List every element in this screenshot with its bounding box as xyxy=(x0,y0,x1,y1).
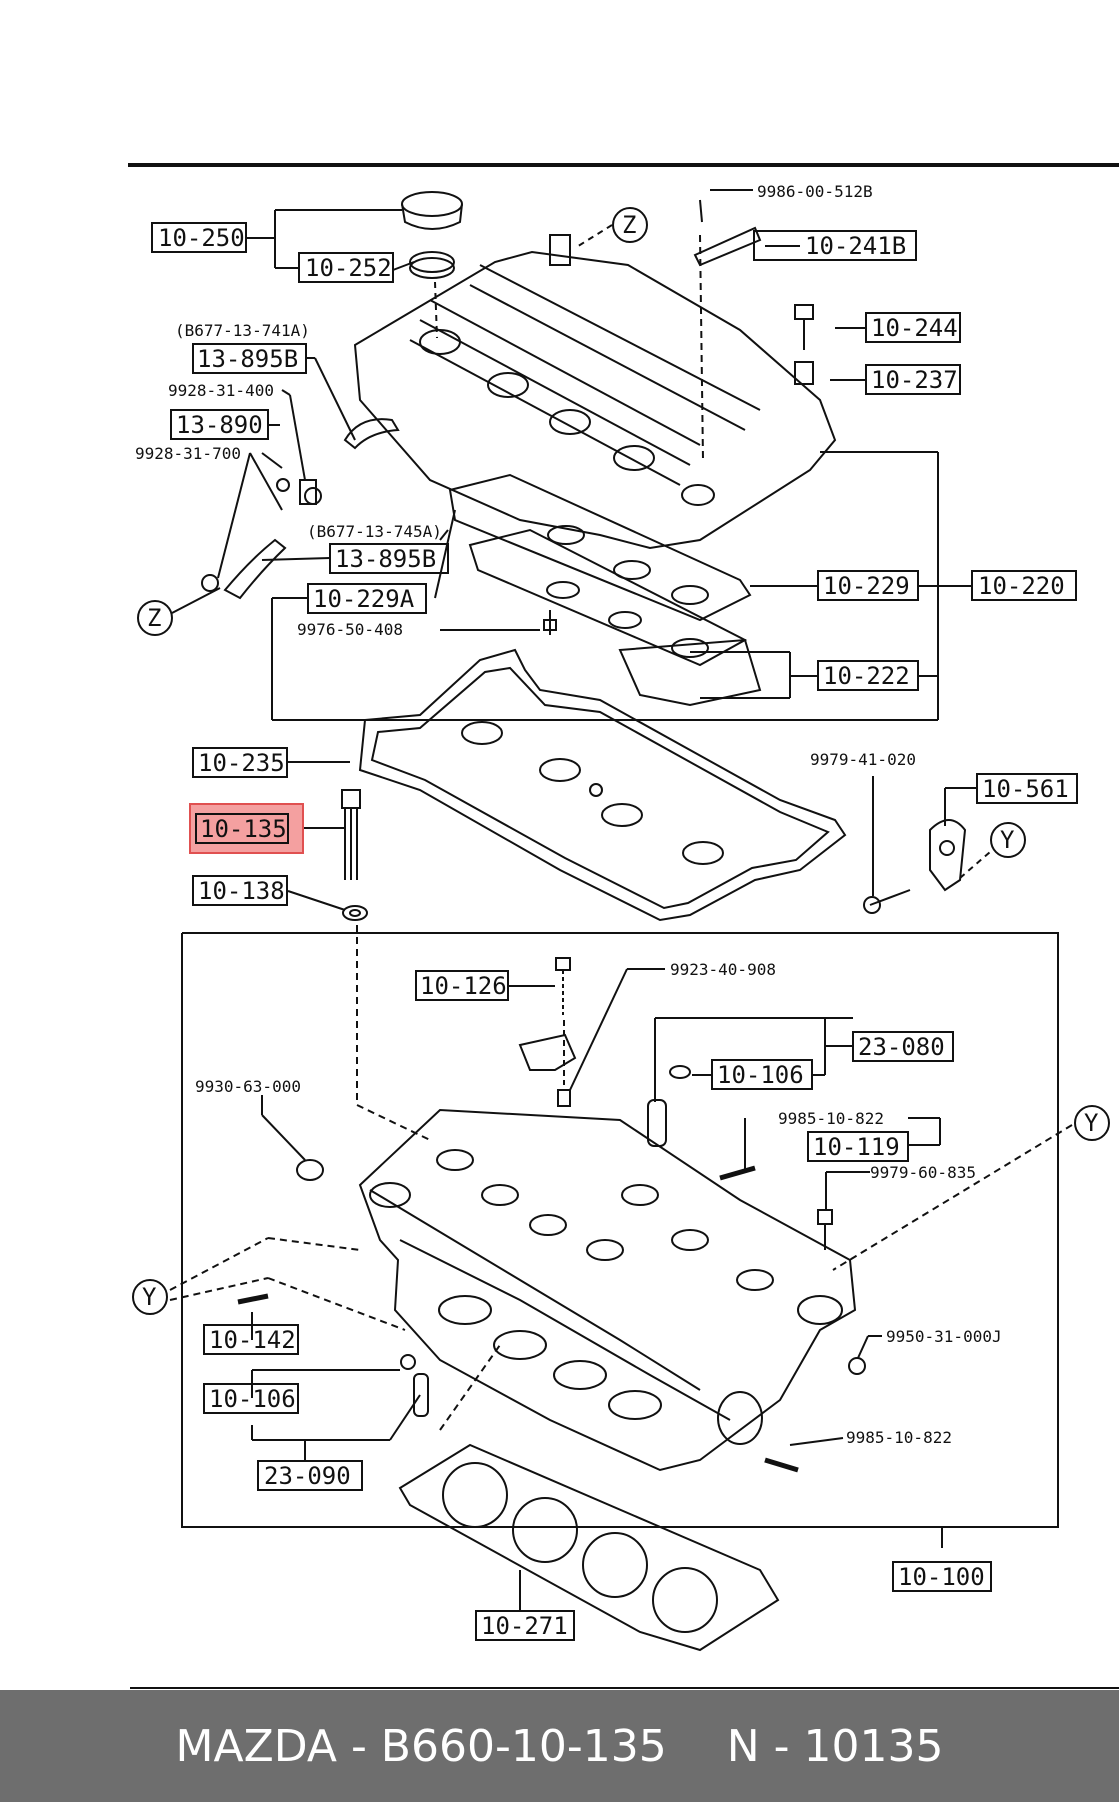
part-label-10-252: 10-252 xyxy=(305,254,392,282)
part-label-23-090: 23-090 xyxy=(264,1462,351,1490)
head-cover-gasket xyxy=(358,648,847,922)
part-label-13-895b-top: 13-895B xyxy=(197,345,298,373)
part-label-13-890: 13-890 xyxy=(176,411,263,439)
cylinder-head xyxy=(358,1108,857,1472)
baffle-plate xyxy=(693,226,762,267)
part-label-10-119: 10-119 xyxy=(813,1133,900,1161)
part-label-9928-31-700: 9928-31-700 xyxy=(135,444,241,463)
part-number-footer: MAZDA - B660-10-135 N - 10135 xyxy=(0,1690,1119,1802)
part-label-10-237: 10-237 xyxy=(871,366,958,394)
part-label-10-229: 10-229 xyxy=(823,572,910,600)
part-label-10-138: 10-138 xyxy=(198,877,285,905)
part-label-10-244: 10-244 xyxy=(871,314,958,342)
part-label-10-126: 10-126 xyxy=(420,972,507,1000)
part-label-10-241b: 10-241B xyxy=(805,232,906,260)
part-label-10-271: 10-271 xyxy=(481,1612,568,1640)
part-label-9930-63-000: 9930-63-000 xyxy=(195,1077,301,1096)
oil-filler-cap xyxy=(401,191,463,339)
callout-y-hanger: Y xyxy=(1000,826,1015,854)
brand-part-number: MAZDA - B660-10-135 xyxy=(175,1720,667,1772)
part-label-10-250: 10-250 xyxy=(158,224,245,252)
highlight-box xyxy=(189,803,304,854)
part-label-10-106-top: 10-106 xyxy=(717,1061,804,1089)
part-label-10-142: 10-142 xyxy=(209,1326,296,1354)
callout-z-left: Z xyxy=(147,604,161,632)
part-label-9979-41-020: 9979-41-020 xyxy=(810,750,916,769)
part-label-10-100: 10-100 xyxy=(898,1563,985,1591)
part-label-10-220: 10-220 xyxy=(978,572,1065,600)
part-label-9979-60-835: 9979-60-835 xyxy=(870,1163,976,1182)
part-label-10-561: 10-561 xyxy=(982,775,1069,803)
part-label-10-229a: 10-229A xyxy=(313,585,415,613)
callout-z-top: Z xyxy=(622,211,636,239)
callout-y-right: Y xyxy=(1084,1109,1099,1137)
part-label-9950-31-000j: 9950-31-000J xyxy=(886,1327,1002,1346)
part-label-9976-50-408: 9976-50-408 xyxy=(297,620,403,639)
valve-cover xyxy=(353,234,837,550)
part-label-10-235: 10-235 xyxy=(198,749,285,777)
part-label-9985-10-822-top: 9985-10-822 xyxy=(778,1109,884,1128)
reference-number: N - 10135 xyxy=(726,1720,944,1772)
part-label-10-106-bottom: 10-106 xyxy=(209,1385,296,1413)
callout-y-left: Y xyxy=(142,1283,157,1311)
part-label-9928-31-400: 9928-31-400 xyxy=(168,381,274,400)
part-label-b677-13-741a: (B677-13-741A) xyxy=(175,321,310,340)
part-label-10-222: 10-222 xyxy=(823,662,910,690)
parts-diagram: 10-250 10-252 (B677-13-741A) 13-895B 992… xyxy=(128,163,1119,1689)
part-label-23-080: 23-080 xyxy=(858,1033,945,1061)
part-label-10-135: 10-135 xyxy=(200,815,287,843)
part-label-13-895b-bottom: 13-895B xyxy=(335,545,436,573)
part-label-9985-10-822-bottom: 9985-10-822 xyxy=(846,1428,952,1447)
part-label-9986-00-512b: 9986-00-512B xyxy=(757,182,873,201)
part-label-9923-40-908: 9923-40-908 xyxy=(670,960,776,979)
part-label-b677-13-745a: (B677-13-745A) xyxy=(307,522,442,541)
